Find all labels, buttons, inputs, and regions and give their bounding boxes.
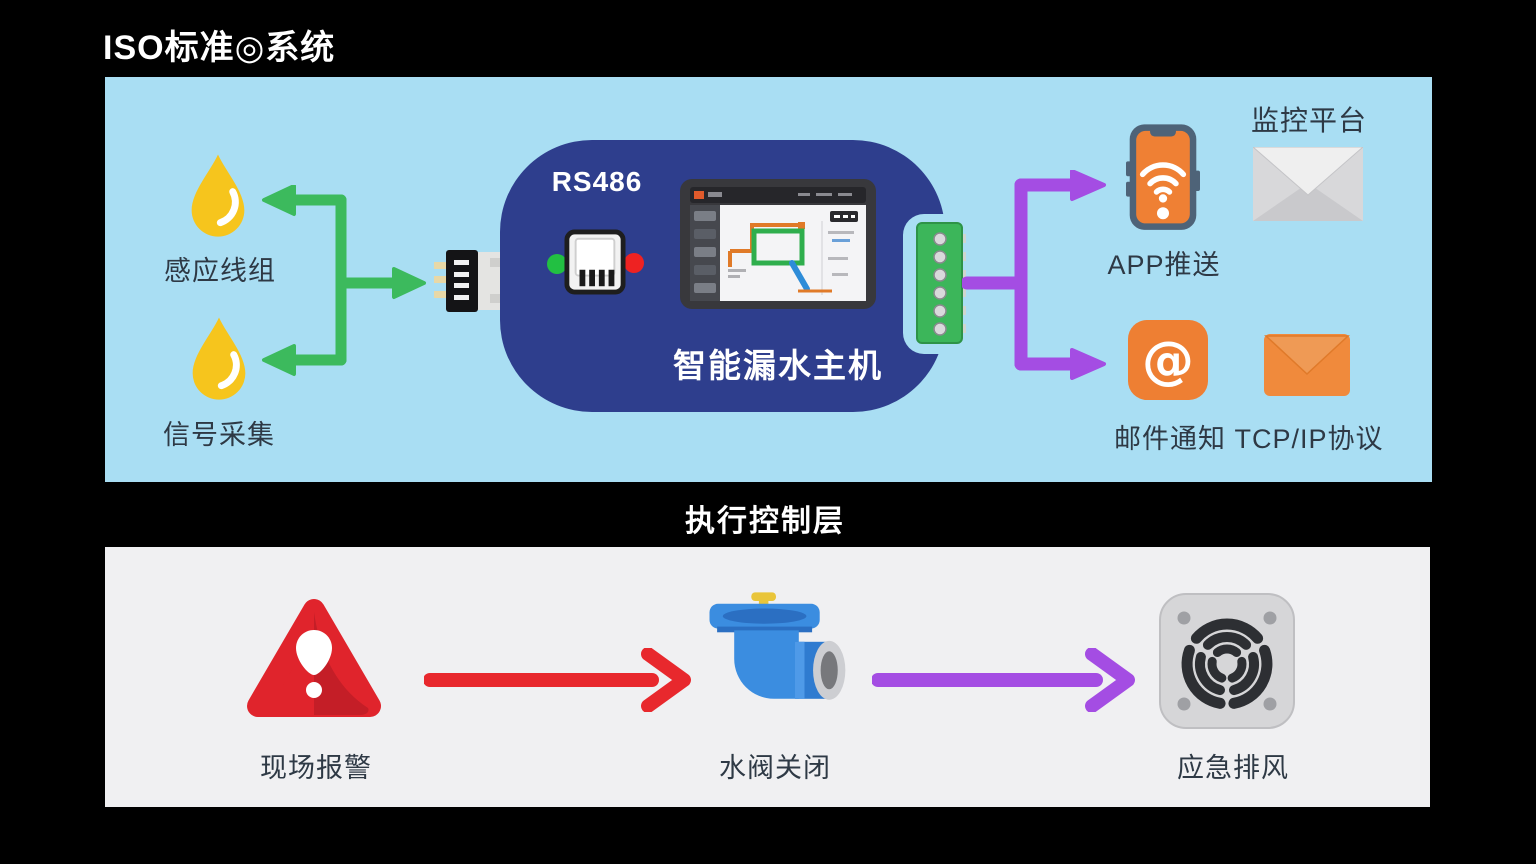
sensor-label: 信号采集 <box>163 420 275 450</box>
wire-connector-icon <box>434 250 500 312</box>
output-label: APP推送 <box>1107 250 1221 280</box>
output-label: 邮件通知 <box>1114 424 1226 454</box>
alert-triangle-icon <box>247 599 381 717</box>
output-arrows <box>962 170 1106 380</box>
valve-to-fan-arrow <box>872 648 1135 712</box>
output-label: TCP/IP协议 <box>1234 424 1384 454</box>
terminal-block-icon <box>916 222 966 344</box>
envelope-orange-icon <box>1264 334 1350 396</box>
page-title: ISO标准◎系统 <box>103 29 336 67</box>
device-screen <box>680 179 876 309</box>
water-drop-icon <box>191 154 245 237</box>
exhaust-fan-icon <box>1159 593 1295 729</box>
status-led-red <box>624 253 644 273</box>
execution-layer-title: 执行控制层 <box>685 505 845 538</box>
svg-text:@: @ <box>1142 331 1194 391</box>
step-label: 水阀关闭 <box>719 753 831 783</box>
step-label: 现场报警 <box>260 753 372 783</box>
envelope-gray-icon <box>1253 147 1363 221</box>
phone-wifi-icon <box>1126 124 1200 230</box>
water-drop-icon <box>192 317 246 400</box>
alarm-to-valve-arrow <box>424 648 691 712</box>
at-sign-icon: @ <box>1128 320 1208 400</box>
device-name: 智能漏水主机 <box>673 347 883 384</box>
sensor-label: 感应线组 <box>164 256 276 286</box>
port-label: RS486 <box>551 166 643 197</box>
step-label: 应急排风 <box>1177 753 1289 783</box>
output-label: 监控平台 <box>1250 105 1368 136</box>
status-led-green <box>547 254 567 274</box>
water-valve-icon <box>709 592 846 700</box>
input-arrows <box>262 185 426 376</box>
rj45-port-icon <box>564 229 626 295</box>
